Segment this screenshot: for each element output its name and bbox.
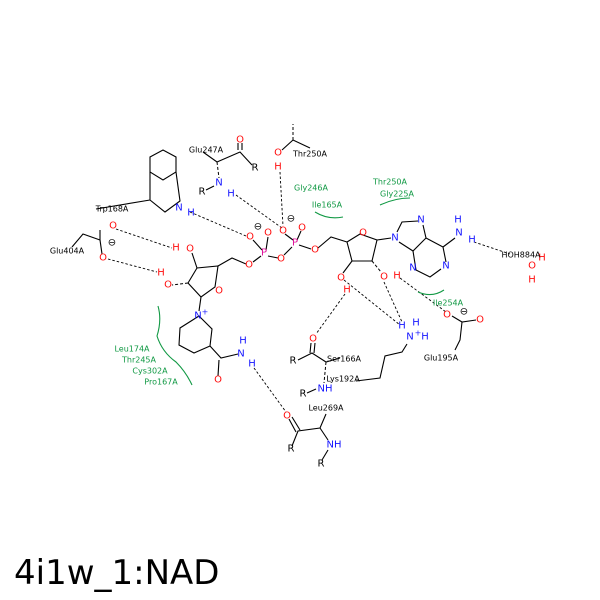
atom-o: O [99,253,107,264]
atom-n: N [442,261,449,272]
hydrophobic-label: Gly225A [380,190,414,199]
atom-r: R [290,356,297,367]
atom-o: O [274,148,282,159]
atom-o: O [245,260,253,271]
charge-plus: + [415,329,422,338]
atom-n: N [406,332,413,343]
residue-label: HOH884A [501,251,541,260]
atom-h: H [468,235,476,246]
atom-o: O [215,286,223,297]
charge-minus: ⊖ [254,222,262,233]
atom-h: H [239,336,247,347]
charge-plus: + [202,308,209,317]
atom-o: O [246,232,254,243]
atom-r: R [252,163,259,174]
atom-o: O [214,375,222,386]
residue-label: Leu269A [308,404,344,413]
atom-o: O [337,273,345,284]
atom-n: N [455,228,462,239]
hydrophobic-label: Cys302A [132,367,168,376]
atom-h: H [398,321,406,332]
atom-nh: NH [327,440,342,451]
residue-label: Glu404A [50,247,85,256]
atom-o: O [277,254,285,265]
atom-n: N [237,349,244,360]
hydrogen-bonds [107,171,511,413]
atom-o: O [309,334,317,345]
atom-h: H [412,318,420,329]
atom-n: N [417,215,424,226]
atom-o: O [311,245,319,256]
atom-n: N [175,203,182,214]
atom-h: H [248,359,256,370]
hydrophobic-label: Thr245A [121,356,157,365]
atom-p: P [261,248,267,259]
atom-o: O [279,226,287,237]
atom-n: N [391,233,398,244]
atom-o: O [380,272,388,283]
atom-h: H [454,215,462,226]
charge-minus: ⊖ [287,214,295,225]
diagram-title: 4i1w_1:NAD [14,553,220,593]
hydrophobic-contacts [156,197,445,386]
bonds [71,124,477,461]
hydrophobic-label: Gly246A [294,184,328,193]
charge-minus: ⊖ [108,238,116,249]
residue-label: Glu195A [424,354,459,363]
atom-o: O [298,223,306,234]
residue-label: Thr250A [292,150,328,159]
atom-h: H [227,189,235,200]
atom-h: H [187,208,195,219]
atom-o: O [528,261,536,272]
hydrophobic-label: Leu174A [114,345,150,354]
atom-h: H [538,253,546,264]
atom-p: P [292,238,298,249]
atom-n: N [194,311,201,322]
atom-r: R [199,187,206,198]
atom-o: O [186,244,194,255]
atom-o: O [443,310,451,321]
atom-h: H [157,268,165,279]
hydrophobic-label: Ile254A [433,299,464,308]
charge-minus: ⊖ [460,307,468,318]
hydrophobic-label: Pro167A [144,378,178,387]
atom-o: O [164,280,172,291]
atom-o: O [264,228,272,239]
residue-label: Trp168A [95,205,129,214]
atom-o: O [359,228,367,239]
atom-n: N [409,263,416,274]
atom-h: H [421,332,429,343]
residue-labels: Glu247A Thr250A Trp168A Glu404A Ser166A … [50,146,541,413]
atom-r: R [318,459,325,470]
atom-labels: N H O R N R H O H O O ⊖ H O H O O O P O … [99,135,546,470]
atom-h: H [528,275,536,286]
atom-h: H [343,285,351,296]
atom-o: O [236,135,244,146]
hydrophobic-label: Ile165A [312,201,343,210]
atom-nh: NH [318,384,333,395]
atom-h: H [274,162,282,173]
atom-r: R [300,389,307,400]
residue-label: Ser166A [327,355,362,364]
atom-n: N [215,178,222,189]
atom-r: R [288,444,295,455]
residue-label: Glu247A [189,146,224,155]
hydrophobic-label: Thr250A [372,178,408,187]
atom-h: H [393,271,401,282]
residue-label: Lys192A [326,375,360,384]
atom-o: O [476,315,484,326]
atom-o: O [109,221,117,232]
atom-o: O [283,411,291,422]
atom-h: H [172,243,180,254]
